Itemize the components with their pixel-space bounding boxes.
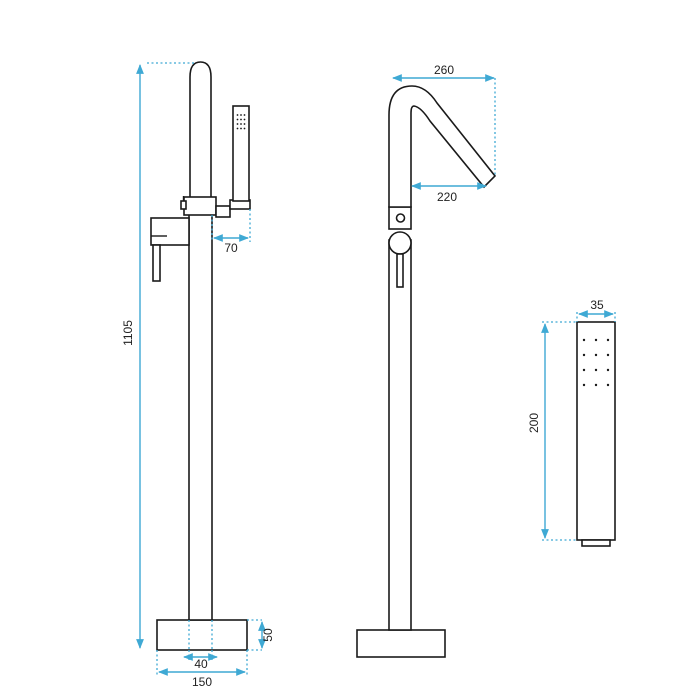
side-curved-spout xyxy=(388,85,497,208)
dim-base-width-label: 150 xyxy=(192,675,212,689)
side-mixer-cartridge xyxy=(388,231,412,255)
front-hand-shower-nozzles xyxy=(236,114,246,130)
detail-hand-shower-nozzles xyxy=(582,338,610,387)
dim-handshower-offset-label: 70 xyxy=(224,241,238,255)
detail-hand-shower-body xyxy=(576,321,616,541)
side-view: 260 220 xyxy=(356,63,497,658)
dim-handshower-width-label: 35 xyxy=(590,298,604,312)
side-diverter-knob xyxy=(395,213,406,223)
front-view: 1105 50 40 150 70 xyxy=(121,61,275,689)
dim-spout-inner-label: 220 xyxy=(437,190,457,204)
detail-hand-shower-connector xyxy=(581,539,611,547)
dim-pipe-width-label: 40 xyxy=(194,657,208,671)
dim-base-height-label: 50 xyxy=(261,628,275,642)
front-shower-holder xyxy=(215,205,231,218)
front-hand-shower xyxy=(232,105,250,202)
front-diverter-pin xyxy=(180,200,187,210)
dim-handshower-length-label: 200 xyxy=(527,413,541,433)
front-mixer-lever xyxy=(152,244,161,282)
dim-spout-outer-label: 260 xyxy=(434,63,454,77)
front-diverter-collar xyxy=(183,196,217,216)
front-mixer-body xyxy=(150,217,190,246)
hand-shower-detail: 35 200 xyxy=(527,298,616,547)
dim-total-height-label: 1105 xyxy=(121,320,135,346)
front-floor-base xyxy=(156,619,248,651)
front-spout-pipe xyxy=(189,61,212,201)
front-main-pipe xyxy=(188,211,213,621)
side-mixer-lever xyxy=(396,253,404,288)
side-main-pipe xyxy=(388,239,412,631)
side-floor-base xyxy=(356,629,446,658)
